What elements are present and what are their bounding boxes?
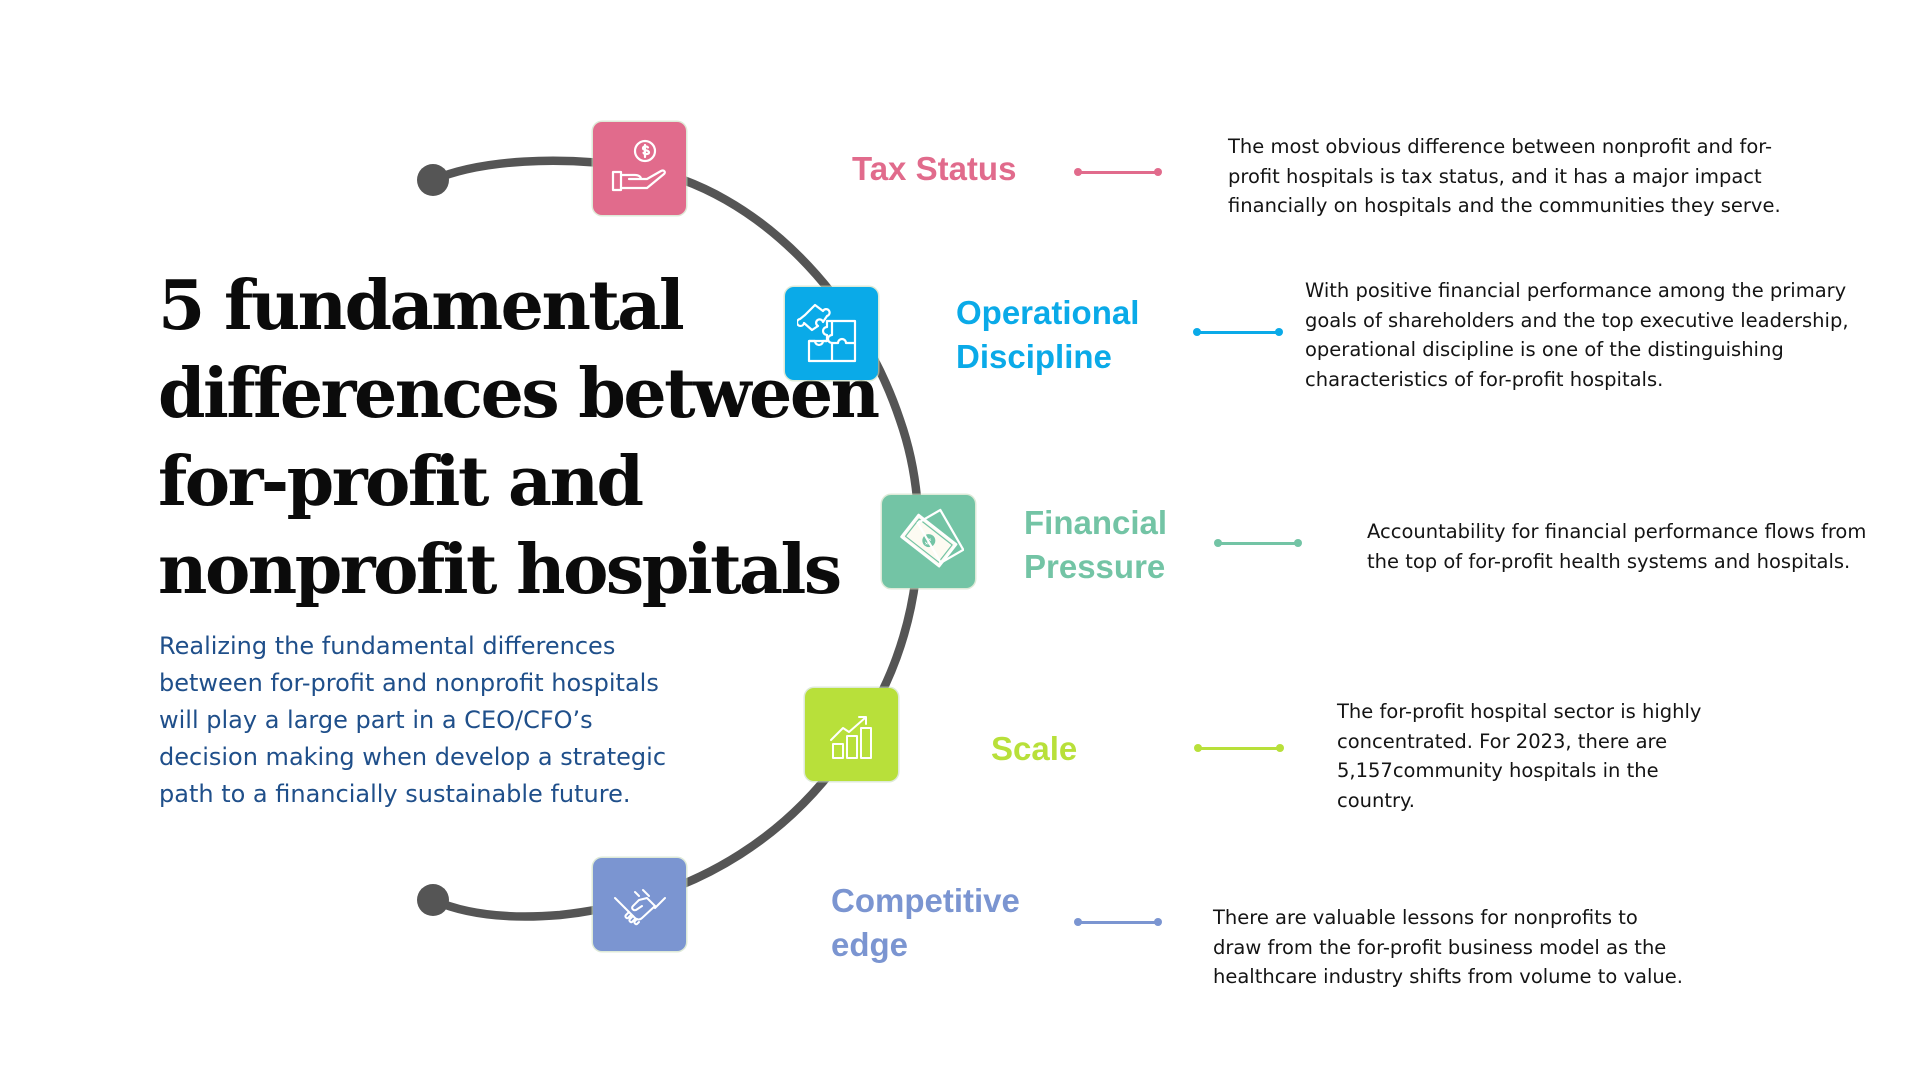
description-line: Accountability for financial performance… [1367,520,1867,543]
connector-line [1198,747,1280,750]
label-line: Discipline [956,338,1112,375]
growth-chart-icon [829,715,872,759]
connector-line [1078,921,1158,924]
description-line: concentrated. For 2023, there are [1337,729,1668,753]
connector-dot [1074,918,1082,926]
financial-pressure-icon-box: $ [882,495,975,588]
operational-discipline-label: Operational Discipline [956,291,1139,379]
label-line: Pressure [1024,548,1166,585]
connector-dot [1154,918,1162,926]
connector-dot [1193,328,1201,336]
label-line: edge [831,926,909,963]
financial-pressure-connector [1214,537,1302,549]
connector-dot [1275,328,1283,336]
description-line: draw from the for-profit business model … [1213,935,1667,959]
description-line: profit hospitals is tax status, and it h… [1228,164,1762,188]
title-line: for-profit and [158,442,644,522]
scale-description: The for-profit hospital sector is highly… [1337,697,1701,815]
financial-pressure-label: Financial Pressure [1024,501,1167,589]
tax-status-description: The most obvious difference between nonp… [1228,132,1781,221]
label-line: Competitive [831,882,1020,919]
description-line: There are valuable lessons for nonprofit… [1213,906,1638,929]
financial-pressure-description: Accountability for financial performance… [1367,517,1866,576]
subtitle: Realizing the fundamental differences be… [159,628,719,813]
label-line: Tax Status [852,150,1017,187]
competitive-edge-connector [1074,916,1162,928]
page-title: 5 fundamental differences between for-pr… [158,262,880,614]
operational-discipline-description: With positive financial performance amon… [1305,276,1849,394]
operational-discipline-icon-box [785,287,878,380]
competitive-edge-label: Competitive edge [831,879,1020,967]
cash-icon: $ [899,508,964,568]
connector-dot [1214,539,1222,547]
tax-status-label: Tax Status [852,147,1016,191]
connector-line [1218,542,1298,545]
puzzle-icon [796,303,856,362]
description-line: characteristics of for-profit hospitals. [1305,367,1664,391]
description-line: country. [1337,788,1415,812]
connector-dot [1294,539,1302,547]
tax-status-icon-box [593,122,686,215]
connector-dot [1074,168,1082,176]
label-line: Scale [991,730,1078,767]
label-line: Financial [1024,504,1168,541]
arc-start-dot [417,164,449,196]
tax-status-connector [1074,166,1162,178]
subtitle-line: will play a large part in a CEO/CFO’s [159,706,593,734]
description-line: The most obvious difference between nonp… [1228,135,1773,158]
description-line: healthcare industry shifts from volume t… [1213,965,1683,988]
handshake-icon [613,888,666,925]
connector-dot [1276,744,1284,752]
hand-coin-icon [611,139,666,191]
arc-end-dot [417,884,449,916]
description-line: the top of for-profit health systems and… [1367,549,1851,573]
operational-discipline-connector [1193,326,1283,338]
connector-dot [1154,168,1162,176]
description-line: goals of shareholders and the top execut… [1305,308,1849,332]
connector-line [1197,331,1279,334]
connector-dot [1194,744,1202,752]
subtitle-line: decision making when develop a strategic [159,743,667,771]
description-line: 5,157community hospitals in the [1337,759,1659,782]
competitive-edge-description: There are valuable lessons for nonprofit… [1213,903,1683,992]
svg-text:$: $ [922,536,933,547]
title-line: nonprofit hospitals [158,530,842,610]
scale-label: Scale [991,727,1077,771]
competitive-edge-icon-box [593,858,686,951]
scale-connector [1194,742,1284,754]
connector-line [1078,171,1158,174]
description-line: With positive financial performance amon… [1305,279,1847,302]
subtitle-line: between for-profit and nonprofit hospita… [159,669,659,697]
description-line: The for-profit hospital sector is highly [1337,700,1702,723]
scale-icon-box [805,688,898,781]
title-line: differences between [158,354,880,434]
title-line: 5 fundamental [158,266,685,346]
subtitle-line: path to a financially sustainable future… [159,780,631,808]
label-line: Operational [956,294,1140,331]
description-line: financially on hospitals and the communi… [1228,194,1781,217]
description-line: operational discipline is one of the dis… [1305,338,1784,361]
subtitle-line: Realizing the fundamental differences [159,632,616,660]
